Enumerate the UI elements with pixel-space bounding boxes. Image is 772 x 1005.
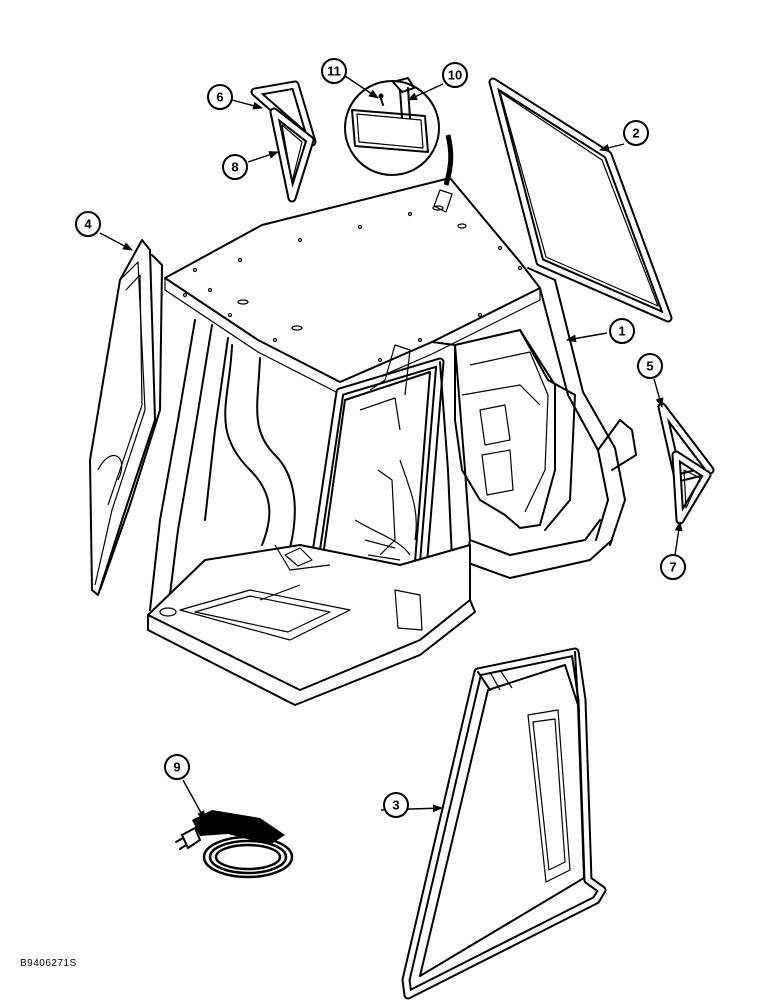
callout-1: 1 <box>609 318 635 344</box>
callout-4: 4 <box>75 211 101 237</box>
leader-lines <box>99 75 683 821</box>
svg-text:5: 5 <box>646 359 653 374</box>
svg-text:4: 4 <box>84 217 92 232</box>
svg-text:1: 1 <box>618 324 625 339</box>
mirror-detail <box>344 77 454 186</box>
svg-text:3: 3 <box>392 798 399 813</box>
callout-5: 5 <box>637 353 663 379</box>
cab-frame <box>147 177 637 706</box>
svg-text:7: 7 <box>669 560 676 575</box>
drawing-code: B9406271S <box>20 958 77 969</box>
cab-floor <box>147 544 471 691</box>
right-vent-window-lower <box>671 450 712 525</box>
left-vent-window-lower <box>269 107 315 203</box>
callout-3: 3 <box>383 792 409 818</box>
callout-7: 7 <box>660 554 686 580</box>
front-door-glass <box>401 647 607 1000</box>
right-vent-window-upper <box>657 402 715 483</box>
svg-text:6: 6 <box>216 90 223 105</box>
cab-roof <box>164 177 541 383</box>
svg-text:11: 11 <box>327 64 341 79</box>
svg-text:10: 10 <box>448 68 462 83</box>
callout-6: 6 <box>207 84 233 110</box>
callout-11: 11 <box>321 58 347 84</box>
callout-10: 10 <box>442 62 468 88</box>
svg-text:8: 8 <box>231 160 238 175</box>
left-side-window <box>89 239 163 596</box>
seal-coil <box>175 810 294 879</box>
callout-2: 2 <box>623 120 649 146</box>
callout-8: 8 <box>222 154 248 180</box>
rear-window-glass <box>488 77 673 323</box>
svg-text:2: 2 <box>632 126 639 141</box>
callout-9: 9 <box>164 754 190 780</box>
svg-text:9: 9 <box>173 760 180 775</box>
